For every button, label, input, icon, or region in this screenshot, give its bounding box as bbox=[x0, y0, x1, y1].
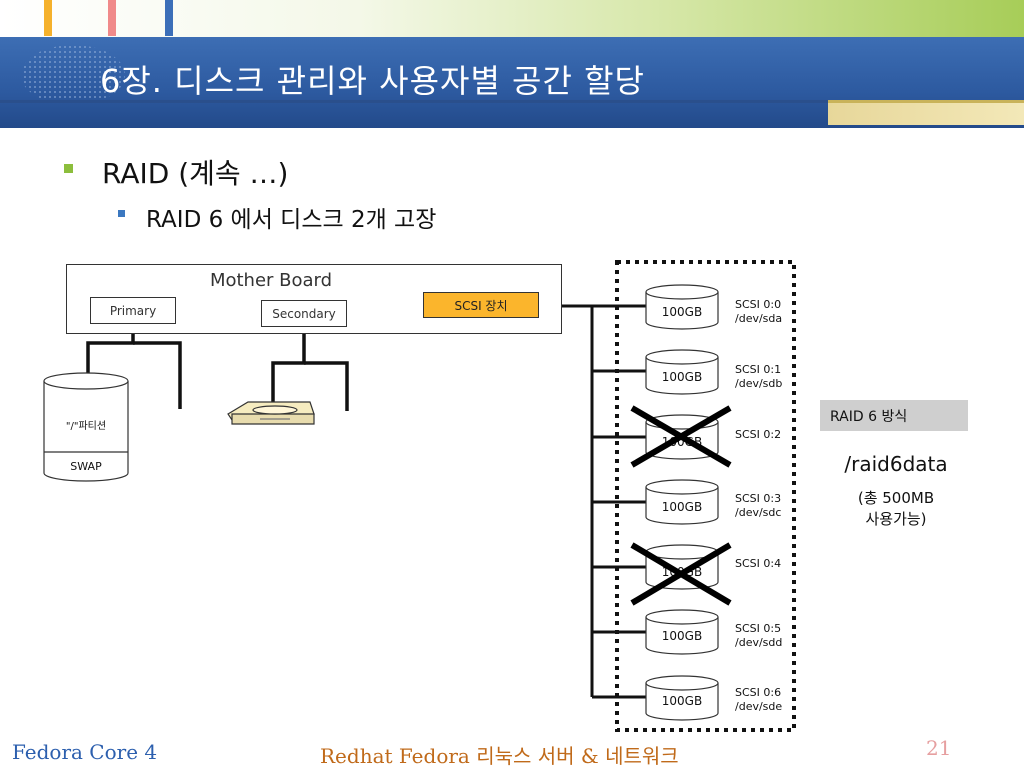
bullet-marker-level2 bbox=[118, 210, 125, 217]
title-accent-block bbox=[828, 103, 1024, 125]
title-dot-pattern bbox=[21, 45, 125, 105]
header-accent-bar-pink bbox=[108, 0, 116, 36]
secondary-label: Secondary bbox=[272, 306, 336, 321]
disk-0-dev: /dev/sda bbox=[735, 312, 783, 325]
disk-3-id: SCSI 0:3 bbox=[735, 492, 782, 505]
system-disk-root-label: "/"파티션 bbox=[65, 421, 107, 432]
optical-drive-icon bbox=[227, 401, 315, 425]
primary-cable bbox=[86, 324, 182, 409]
disk-1-size: 100GB bbox=[661, 370, 703, 384]
scsi-controller-box: SCSI 장치 bbox=[423, 292, 539, 318]
disk-1-dev: /dev/sdb bbox=[735, 377, 783, 390]
disk-5-size: 100GB bbox=[661, 629, 703, 643]
disk-2-label: SCSI 0:2 bbox=[735, 428, 781, 442]
disk-0-label: SCSI 0:0 /dev/sda bbox=[735, 298, 782, 326]
title-accent-line bbox=[828, 100, 1024, 103]
page-number: 21 bbox=[926, 736, 952, 760]
primary-ide-box: Primary bbox=[90, 297, 176, 324]
disk-1-id: SCSI 0:1 bbox=[735, 363, 782, 376]
disk-5-label: SCSI 0:5 /dev/sdd bbox=[735, 622, 782, 650]
disk-3-label: SCSI 0:3 /dev/sdc bbox=[735, 492, 781, 520]
raid-type-badge: RAID 6 방식 bbox=[820, 400, 968, 431]
footer-center-text: Redhat Fedora 리눅스 서버 & 네트워크 bbox=[320, 744, 679, 768]
mother-board-label: Mother Board bbox=[209, 270, 333, 291]
disk-6-id: SCSI 0:6 bbox=[735, 686, 782, 699]
scsi-bus bbox=[539, 304, 646, 699]
disk-5-id: SCSI 0:5 bbox=[735, 622, 782, 635]
header-accent-bar-orange bbox=[44, 0, 52, 36]
disk-0-size: 100GB bbox=[661, 305, 703, 319]
disk-2-size: 100GB bbox=[661, 435, 703, 449]
system-disk-swap-label: SWAP bbox=[70, 460, 102, 473]
primary-label: Primary bbox=[109, 303, 157, 318]
disk-4-id: SCSI 0:4 bbox=[735, 557, 782, 570]
disk-4-label: SCSI 0:4 bbox=[735, 557, 781, 571]
disk-0-id: SCSI 0:0 bbox=[735, 298, 782, 311]
disk-6-label: SCSI 0:6 /dev/sde bbox=[735, 686, 782, 714]
footer-left-text: Fedora Core 4 bbox=[12, 740, 158, 764]
disk-6-size: 100GB bbox=[661, 694, 703, 708]
disk-2-id: SCSI 0:2 bbox=[735, 428, 782, 441]
disk-4-size: 100GB bbox=[661, 565, 703, 579]
raid-mount-point: /raid6data bbox=[844, 452, 948, 476]
secondary-ide-box: Secondary bbox=[261, 300, 347, 327]
raid-capacity: (총 500MB 사용가능) bbox=[840, 488, 952, 530]
bullet-level2: RAID 6 에서 디스크 2개 고장 bbox=[146, 207, 437, 233]
bullet-level1: RAID (계속 …) bbox=[102, 157, 289, 190]
header-top-band bbox=[0, 0, 1024, 40]
title-underline bbox=[0, 100, 828, 103]
disk-5-dev: /dev/sdd bbox=[735, 636, 783, 649]
disk-6-dev: /dev/sde bbox=[735, 700, 783, 713]
disk-3-size: 100GB bbox=[661, 500, 703, 514]
scsi-label: SCSI 장치 bbox=[454, 298, 508, 313]
disk-3-dev: /dev/sdc bbox=[735, 506, 782, 519]
disk-1-label: SCSI 0:1 /dev/sdb bbox=[735, 363, 782, 391]
raid-capacity-line1: (총 500MB bbox=[857, 489, 935, 507]
raid-capacity-line2: 사용가능) bbox=[865, 510, 927, 528]
header-accent-bar-blue bbox=[165, 0, 173, 36]
bullet-marker-level1 bbox=[64, 164, 73, 173]
secondary-cable bbox=[271, 327, 349, 411]
page-title: 6장. 디스크 관리와 사용자별 공간 할당 bbox=[100, 62, 645, 100]
